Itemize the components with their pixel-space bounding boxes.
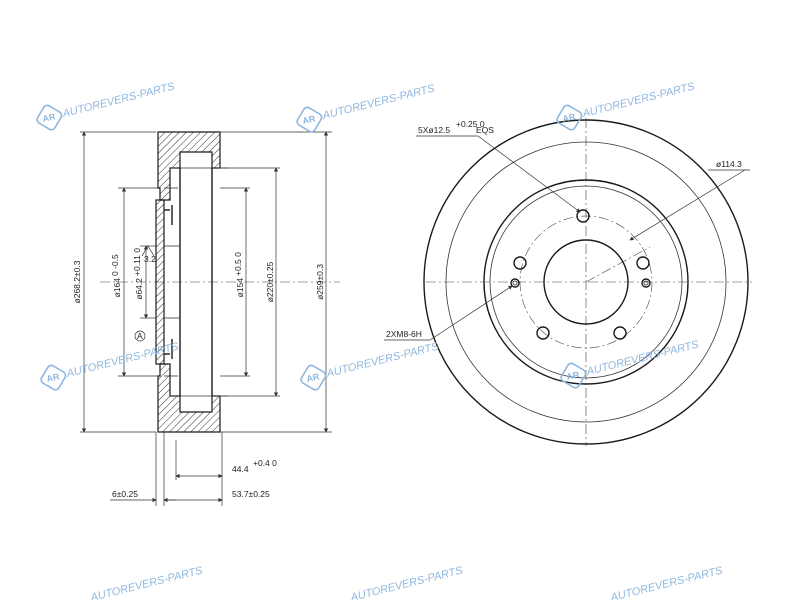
dim-bolt-holes-tol: +0.25 0 (456, 119, 485, 129)
dim-bolt-holes-suffix: EQS (476, 125, 494, 135)
dim-pcd: ø114.3 (716, 159, 742, 169)
svg-text:AR: AR (41, 111, 57, 124)
watermark-text: AUTOREVERS-PARTS (608, 564, 724, 600)
dim-flange-thickness: 6±0.25 (112, 489, 138, 499)
dim-overall-height: 53.7±0.25 (232, 489, 270, 499)
watermark-text: AUTOREVERS-PARTS (584, 338, 700, 378)
dim-threads: 2XM8-6H (386, 329, 422, 339)
bolt-hole (576, 209, 590, 223)
watermark-text: AUTOREVERS-PARTS (88, 564, 204, 600)
dim-height-tol: +0.4 0 (253, 458, 277, 468)
hub-flange (155, 199, 165, 365)
bolt-hole (536, 326, 550, 340)
datum-circle (134, 330, 146, 342)
drum-wall-top (157, 131, 221, 201)
dim-drum-outer: ø259±0.3 (315, 264, 325, 300)
bolt-hole (613, 326, 627, 340)
dim-hub-bore-tol: 0 -0.5 (110, 254, 120, 276)
watermark: AR AUTOREVERS-PARTS (36, 80, 177, 131)
watermark-text: AUTOREVERS-PARTS (320, 82, 436, 122)
bolt-hole (636, 256, 650, 270)
front-view: 5Xø12.5 +0.25 0 EQS ø114.3 2XM8-6H (384, 118, 752, 446)
svg-text:AR: AR (305, 371, 321, 384)
watermark-text: AUTOREVERS-PARTS (580, 80, 696, 120)
svg-text:AR: AR (565, 369, 581, 382)
watermark: AR AUTOREVERS-PARTS (300, 340, 441, 391)
datum-letter: A (137, 331, 143, 341)
dim-pilot-tol: +0.5 0 (233, 252, 243, 276)
threaded-hole-core (643, 280, 649, 286)
watermark: AUTOREVERS-PARTS (88, 564, 204, 600)
svg-text:AR: AR (45, 371, 61, 384)
watermark-text: AUTOREVERS-PARTS (348, 564, 464, 600)
dim-outer-diameter: ø268.2±0.3 (72, 260, 82, 303)
svg-text:AR: AR (561, 111, 577, 124)
dim-center-bore-tol: +0.11 0 (132, 248, 142, 276)
dim-center-bore: ø64.2 (134, 278, 144, 300)
roughness-value: 3.2 (144, 254, 156, 264)
watermark: AUTOREVERS-PARTS (608, 564, 724, 600)
watermark: AR AUTOREVERS-PARTS (296, 82, 437, 133)
dim-pilot: ø154 (235, 278, 245, 298)
side-section-view: 3.2 A ø268.2±0.3 ø164 0 -0.5 ø64.2 +0.11… (72, 131, 340, 506)
roughness-mark (141, 245, 155, 257)
threaded-hole (641, 278, 651, 288)
threaded-hole-core (512, 280, 518, 286)
drum-wall-bottom (157, 363, 221, 433)
dim-bolt-holes: 5Xø12.5 (418, 125, 450, 135)
bolt-hole (513, 256, 527, 270)
watermark-text: AUTOREVERS-PARTS (324, 340, 440, 380)
watermark: AUTOREVERS-PARTS (348, 564, 464, 600)
dim-hub-bore: ø164 (112, 278, 122, 298)
svg-text:AR: AR (301, 113, 317, 126)
watermark-text: AUTOREVERS-PARTS (60, 80, 176, 120)
dim-height: 44.4 (232, 464, 249, 474)
dim-drum-inner: ø220±0.25 (265, 261, 275, 302)
threaded-hole (510, 278, 520, 288)
